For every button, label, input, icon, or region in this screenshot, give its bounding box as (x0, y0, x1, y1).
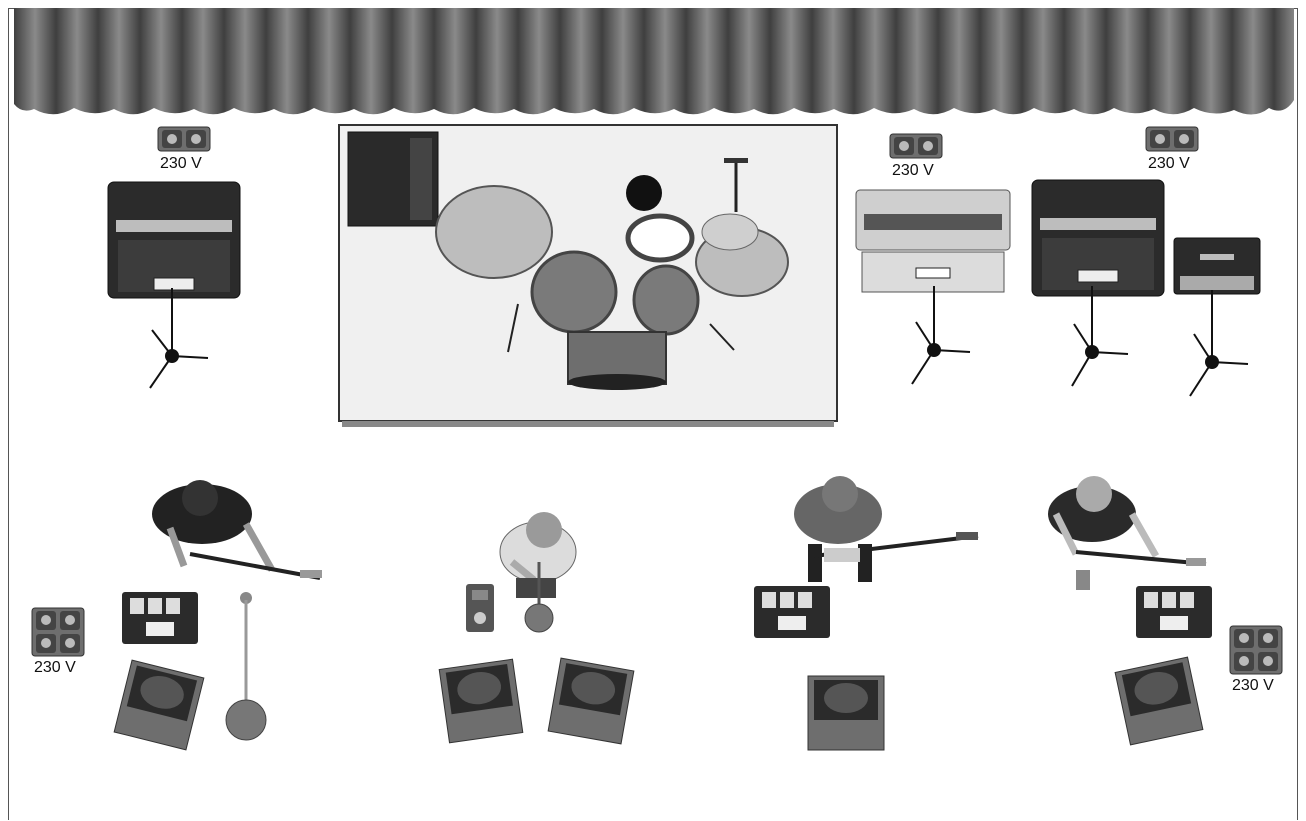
power-outlet-icon (1146, 127, 1198, 151)
effect-pedal-icon (466, 584, 494, 632)
tom-drum-icon (634, 266, 698, 334)
monitor-wedge-icon (546, 656, 636, 746)
drum-riser (338, 124, 838, 428)
stage-curtain (14, 8, 1294, 120)
voltage-label: 230 V (892, 163, 934, 179)
musician-bassist (1046, 474, 1210, 592)
power-outlet-icon (1230, 626, 1282, 674)
kick-drum-icon (568, 332, 666, 390)
tom-drum-icon (532, 252, 616, 332)
pedalboard-icon (122, 592, 198, 644)
voltage-label: 230 V (1232, 678, 1274, 694)
voltage-label: 230 V (160, 156, 202, 172)
mic-stand-icon (1186, 290, 1250, 398)
mic-stand-icon (908, 286, 972, 388)
monitor-wedge-icon (436, 656, 526, 746)
monitor-wedge-icon (804, 672, 888, 754)
drum-throne-icon (626, 175, 662, 211)
voltage-label: 230 V (1148, 156, 1190, 172)
snare-drum-icon (628, 216, 692, 260)
power-outlet-icon (158, 127, 210, 151)
power-outlet-icon (32, 608, 84, 656)
hihat-icon (702, 214, 758, 250)
monitor-wedge-icon (1114, 656, 1204, 746)
bass-amp-icon (1174, 238, 1260, 294)
bass-cabinet-icon (348, 132, 438, 226)
crash-cymbal-icon (436, 186, 552, 278)
power-outlet-icon (890, 134, 942, 158)
mic-stand-icon (146, 288, 210, 390)
mic-stand-base-icon (224, 590, 272, 742)
musician-guitarist-left (150, 478, 326, 586)
mic-stand-icon (1066, 286, 1130, 388)
pedalboard-icon (754, 586, 830, 638)
guitar-amp-head-cabinet (856, 190, 1010, 294)
voltage-label: 230 V (34, 660, 76, 676)
pedalboard-icon (1136, 586, 1212, 638)
mic-stand-base-icon (524, 562, 554, 634)
musician-guitarist-center (794, 474, 984, 586)
guitar-amp-combo-left (108, 182, 240, 298)
guitar-amp-combo-right (1032, 180, 1164, 296)
monitor-wedge-icon (114, 660, 204, 750)
